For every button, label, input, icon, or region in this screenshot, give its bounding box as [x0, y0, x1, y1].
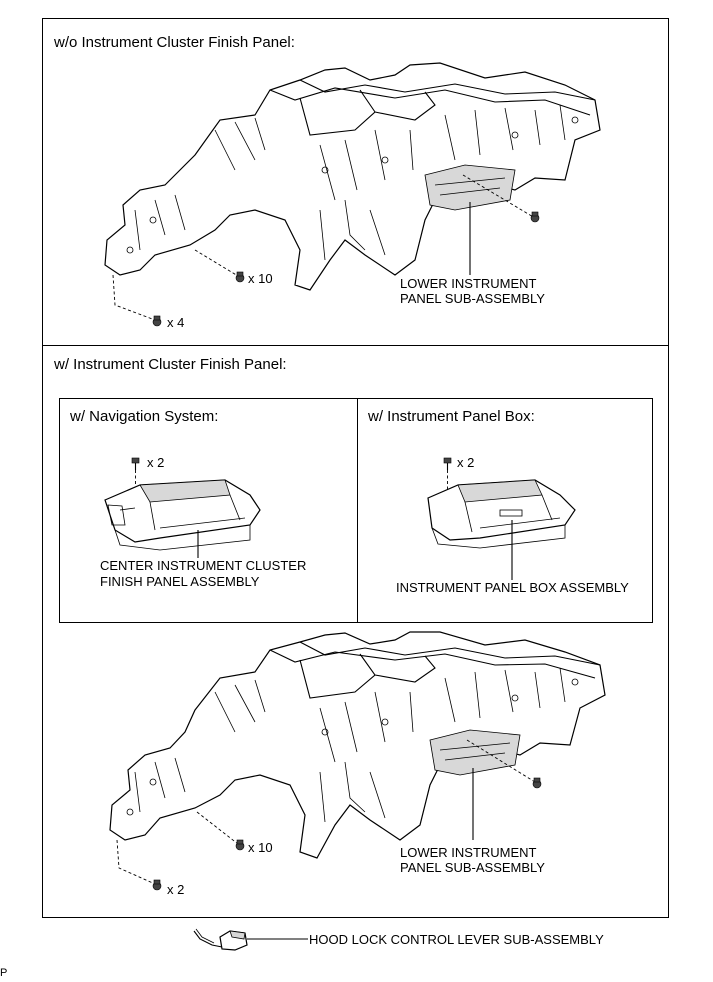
lever-handle-icon: [219, 930, 248, 951]
bolt-count-label: x 2: [457, 455, 475, 470]
lower-instrument-panel-illustration: [109, 631, 606, 891]
part-label: PANEL SUB-ASSEMBLY: [400, 291, 545, 306]
bolt-icon: [443, 457, 452, 470]
bolt-count-label: x 10: [248, 271, 273, 286]
bolt-icon: [532, 777, 542, 789]
section-title: w/o Instrument Cluster Finish Panel:: [54, 34, 295, 51]
bolt-icon: [131, 457, 140, 470]
bolt-icon: [152, 879, 162, 891]
bolt-count-label: x 4: [167, 315, 185, 330]
center-cluster-finish-panel-illustration: [104, 457, 261, 558]
section-with-finish-panel: [42, 345, 669, 918]
bolt-count-label: x 2: [147, 455, 165, 470]
subsection-title: w/ Instrument Panel Box:: [368, 408, 535, 425]
part-label: PANEL SUB-ASSEMBLY: [400, 860, 545, 875]
subsection-title: w/ Navigation System:: [70, 408, 219, 425]
part-label: FINISH PANEL ASSEMBLY: [100, 574, 260, 589]
bolt-icon: [235, 839, 245, 851]
bolt-count-label: x 10: [248, 840, 273, 855]
part-label: INSTRUMENT PANEL BOX ASSEMBLY: [396, 580, 629, 595]
part-label: LOWER INSTRUMENT: [400, 845, 537, 860]
bolt-count-label: x 2: [167, 882, 185, 897]
section-title: w/ Instrument Cluster Finish Panel:: [54, 356, 287, 373]
hood-lock-lever-illustration: [193, 928, 308, 951]
bolt-icon: [235, 271, 245, 283]
bolt-icon: [152, 315, 162, 327]
instrument-panel-box-box: [357, 398, 653, 623]
hood-lock-lever-label: HOOD LOCK CONTROL LEVER SUB-ASSEMBLY: [309, 932, 604, 947]
part-label: CENTER INSTRUMENT CLUSTER: [100, 558, 307, 573]
part-label: LOWER INSTRUMENT: [400, 276, 537, 291]
corner-mark: P: [0, 967, 8, 979]
instrument-panel-box-illustration: [427, 457, 576, 580]
bolt-icon: [530, 211, 540, 223]
lower-instrument-panel-illustration: [104, 62, 601, 327]
